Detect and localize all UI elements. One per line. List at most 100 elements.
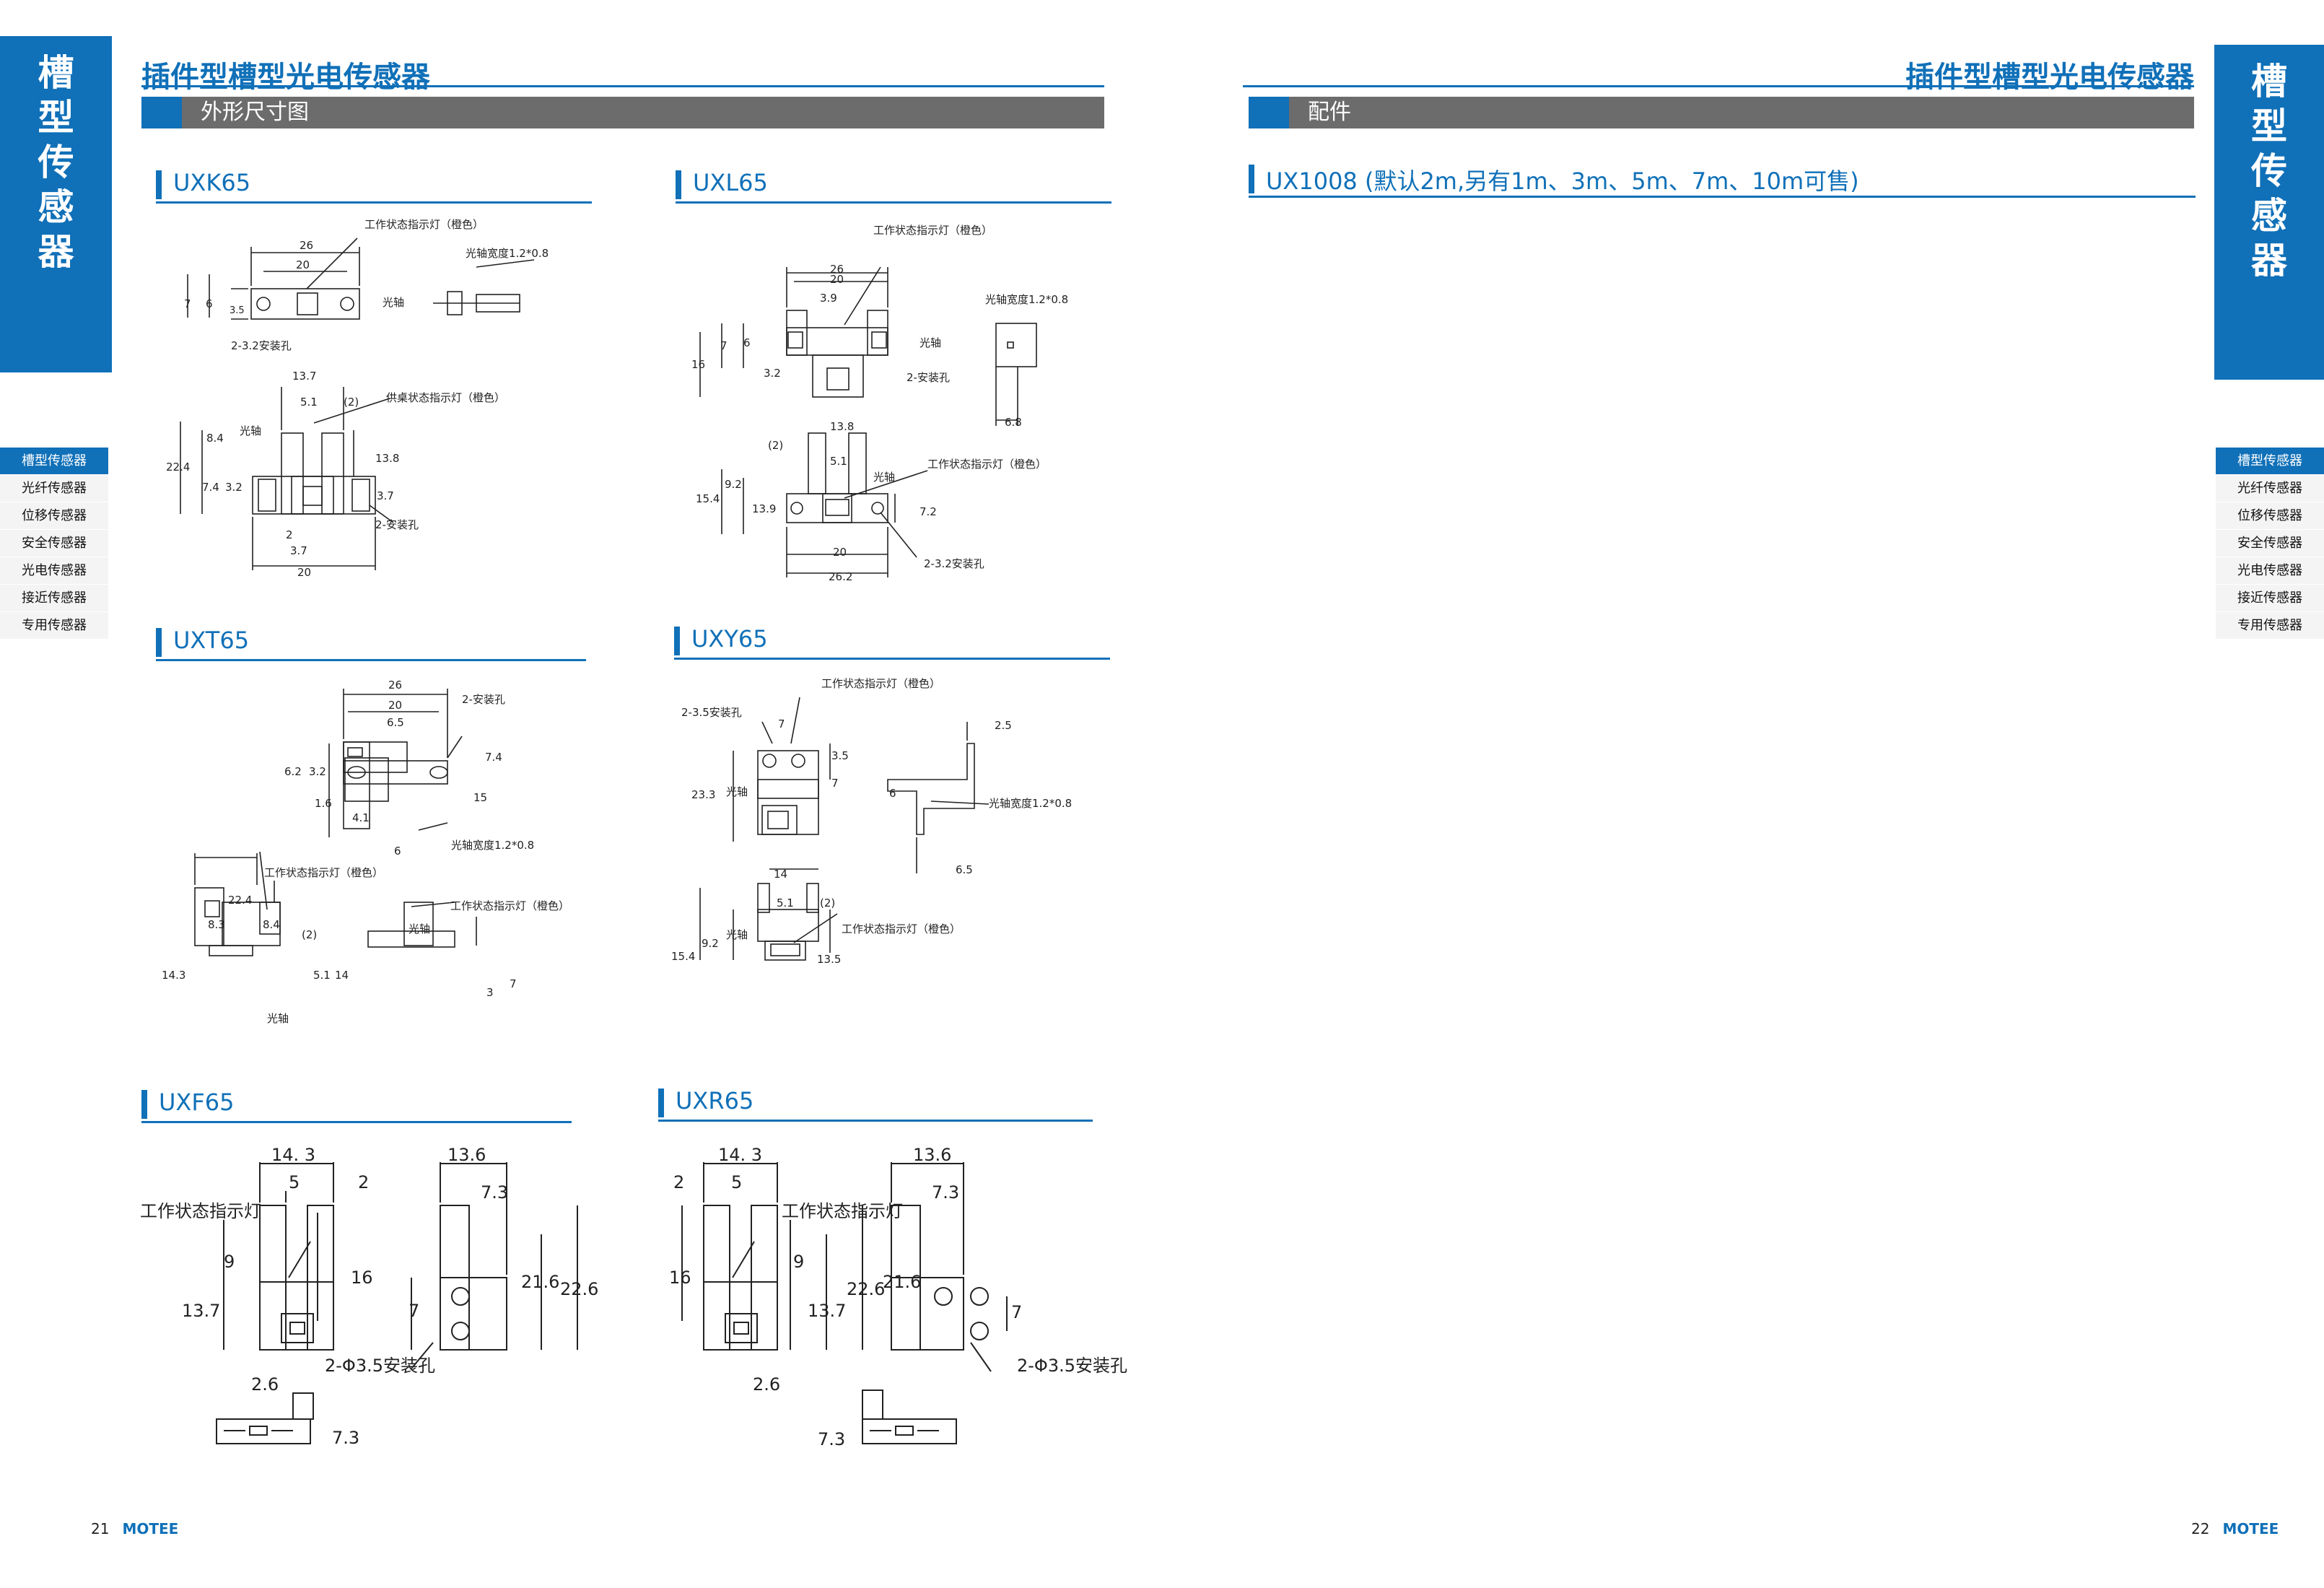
nav-item-photoelectric-sensor[interactable]: 光电传感器 xyxy=(0,557,108,585)
holes-label: 2-Φ3.5安装孔 xyxy=(325,1356,435,1376)
dim-label: 9 xyxy=(224,1252,235,1272)
holes-label: 2-Φ3.5安装孔 xyxy=(1017,1356,1127,1376)
dim-label: 14 xyxy=(335,969,349,982)
dim-label: (2) xyxy=(302,928,317,941)
nav-item-photoelectric-sensor[interactable]: 光电传感器 xyxy=(2216,557,2324,585)
dim-label: 5 xyxy=(731,1172,742,1192)
dim-label: 5.1 xyxy=(777,896,794,909)
nav-item-slot-sensor[interactable]: 槽型传感器 xyxy=(0,448,108,475)
dim-label: 7.3 xyxy=(818,1429,845,1449)
dim-label: 8.4 xyxy=(206,432,224,445)
dim-label: 6.8 xyxy=(1005,416,1022,429)
dim-label: (2) xyxy=(820,896,835,909)
dim-label: 21.6 xyxy=(521,1272,559,1292)
dim-label: 3 xyxy=(486,986,494,999)
nav-item-displacement-sensor[interactable]: 位移传感器 xyxy=(2216,502,2324,530)
nav-item-fiber-sensor[interactable]: 光纤传感器 xyxy=(0,475,108,502)
dim-label: 13.7 xyxy=(292,370,316,383)
dim-label: 5 xyxy=(289,1172,300,1192)
section-uxy65: UXY65 xyxy=(674,625,1110,660)
dim-label: 8.4 xyxy=(263,918,280,931)
indicator-label: 工作状态指示灯（橙色） xyxy=(364,218,484,231)
beam-width-label: 光轴宽度1.2*0.8 xyxy=(466,247,549,260)
dim-label: 22.6 xyxy=(560,1279,598,1299)
dim-label: 22.4 xyxy=(228,894,252,907)
dim-label: 6.5 xyxy=(387,716,404,729)
holes-label: 2-安装孔 xyxy=(375,518,419,531)
axis-label: 光轴 xyxy=(383,296,404,309)
nav-item-special-sensor[interactable]: 专用传感器 xyxy=(0,612,108,640)
indicator-label: 工作状态指示灯（橙色） xyxy=(264,866,383,879)
dim-label: 13.8 xyxy=(375,452,399,465)
dim-label: 7 xyxy=(831,777,839,790)
right-section-bar: 配件 xyxy=(1249,97,2194,128)
left-title-rule xyxy=(141,85,1104,87)
section-title-uxf65: UXF65 xyxy=(159,1089,235,1116)
nav-item-safety-sensor[interactable]: 安全传感器 xyxy=(2216,530,2324,557)
nav-item-special-sensor[interactable]: 专用传感器 xyxy=(2216,612,2324,640)
section-title-uxl65: UXL65 xyxy=(693,169,768,196)
dim-label: 7.3 xyxy=(481,1182,508,1203)
dim-label: 9.2 xyxy=(725,478,742,491)
dim-label: 7 xyxy=(778,717,785,730)
axis-label: 光轴 xyxy=(409,922,430,935)
beam-width-label: 光轴宽度1.2*0.8 xyxy=(985,293,1068,306)
dim-label: 1.6 xyxy=(315,797,332,810)
right-side-tab: 槽 型 传 感 器 xyxy=(2214,45,2324,380)
section-title-uxt65: UXT65 xyxy=(173,627,250,654)
dim-label: (2) xyxy=(344,396,359,409)
holes-label: 2-3.2安装孔 xyxy=(231,339,292,352)
holes-label: 2-安装孔 xyxy=(462,693,505,706)
dim-label: 7 xyxy=(184,297,191,310)
indicator-label: 供桌状态指示灯（橙色） xyxy=(386,391,505,404)
dim-label: 2.5 xyxy=(995,719,1012,732)
section-title-uxy65: UXY65 xyxy=(691,625,768,653)
uxk65-drawing: 26 20 7 6 3.5 13.7 5.1 (2) 8.4 22.4 13.8… xyxy=(166,218,549,579)
axis-label: 光轴 xyxy=(240,424,261,437)
dim-label: 9 xyxy=(793,1252,804,1272)
dim-label: 2 xyxy=(358,1172,369,1192)
indicator-label: 工作状态指示灯（橙色） xyxy=(821,677,940,690)
indicator-label: 工作状态指示灯（橙色） xyxy=(842,922,961,935)
dim-label: 20 xyxy=(297,566,311,579)
axis-label: 光轴 xyxy=(726,928,748,941)
dim-label: 13.6 xyxy=(447,1145,486,1165)
uxt65-drawing: 26 20 6.5 6.2 3.2 7.4 1.6 4.1 15 6 22.4 … xyxy=(162,679,569,1025)
dim-label: 13.7 xyxy=(182,1301,220,1321)
dim-label: 14 xyxy=(774,868,787,881)
section-uxf65: UXF65 xyxy=(141,1089,572,1123)
dim-label: 16 xyxy=(691,358,705,371)
dimension-drawing-label: 外形尺寸图 xyxy=(201,100,309,125)
indicator-label: 工作状态指示灯（橙色） xyxy=(450,899,569,912)
dim-label: 15 xyxy=(473,791,487,804)
dim-label: 13.8 xyxy=(830,420,854,433)
section-uxl65: UXL65 xyxy=(676,169,1111,204)
dim-label: 2 xyxy=(286,528,293,541)
dim-label: 20 xyxy=(830,273,844,286)
nav-item-displacement-sensor[interactable]: 位移传感器 xyxy=(0,502,108,530)
dim-label: 13.5 xyxy=(817,953,841,966)
dim-label: 26.2 xyxy=(829,570,852,583)
dim-label: 14. 3 xyxy=(271,1145,315,1165)
nav-item-fiber-sensor[interactable]: 光纤传感器 xyxy=(2216,475,2324,502)
nav-item-slot-sensor[interactable]: 槽型传感器 xyxy=(2216,448,2324,475)
uxy65-drawing: 7 3.5 23.3 7 2.5 6 6.5 14 5.1 (2) 9.2 15… xyxy=(671,677,1072,966)
dim-label: 23.3 xyxy=(691,788,715,801)
nav-item-safety-sensor[interactable]: 安全传感器 xyxy=(0,530,108,557)
dim-label: 6 xyxy=(743,336,751,349)
dim-label: 3.5 xyxy=(831,749,849,762)
dim-label: 14. 3 xyxy=(718,1145,762,1165)
dim-label: 20 xyxy=(296,258,310,271)
indicator-label: 工作状态指示灯 xyxy=(140,1201,261,1221)
dim-label: (2) xyxy=(768,439,783,452)
dim-label: 3.5 xyxy=(230,305,245,316)
indicator-label: 工作状态指示灯（橙色） xyxy=(873,224,992,237)
section-title-uxk65: UXK65 xyxy=(173,169,251,196)
indicator-label: 工作状态指示灯（橙色） xyxy=(927,458,1047,471)
dim-label: 7.4 xyxy=(202,481,219,494)
dim-label: 5.1 xyxy=(830,455,847,468)
nav-item-proximity-sensor[interactable]: 接近传感器 xyxy=(2216,585,2324,612)
nav-item-proximity-sensor[interactable]: 接近传感器 xyxy=(0,585,108,612)
dim-label: 7.2 xyxy=(919,505,937,518)
